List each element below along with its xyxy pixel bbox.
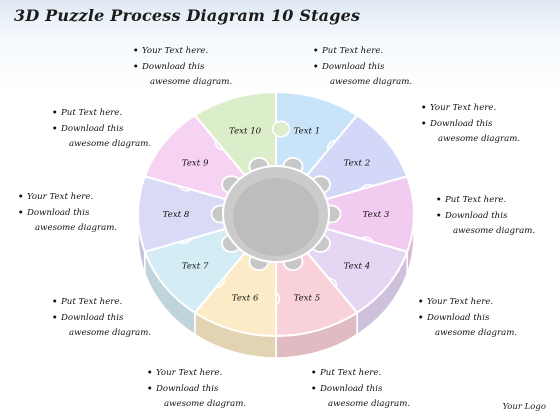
note-line: awesome diagram. [438, 134, 521, 144]
piece-label: Text 5 [294, 294, 321, 304]
note-line: awesome diagram. [69, 139, 152, 149]
note-line: awesome diagram. [330, 77, 413, 87]
note-line: awesome diagram. [328, 399, 411, 409]
note-line: Download this [427, 312, 490, 323]
callout-note: •Put Text here. •Download this awesome d… [313, 44, 431, 91]
callout-note: •Your Text here. •Download this awesome … [418, 295, 536, 342]
piece-label: Text 8 [163, 210, 190, 220]
piece-label: Text 2 [344, 158, 371, 168]
note-line: Download this [320, 383, 383, 394]
note-line: Your Text here. [156, 368, 223, 378]
note-line: awesome diagram. [35, 223, 118, 233]
note-line: Your Text here. [27, 192, 94, 202]
note-line: Download this [61, 312, 124, 323]
callout-note: •Put Text here. •Download this awesome d… [311, 366, 429, 413]
page-title: 3D Puzzle Process Diagram 10 Stages [14, 6, 361, 25]
callout-note: •Your Text here. •Download this awesome … [421, 101, 539, 148]
note-line: Put Text here. [61, 108, 123, 118]
center-hub [210, 156, 342, 272]
piece-label: Text 1 [294, 126, 321, 136]
note-line: Put Text here. [445, 195, 507, 205]
logo-text: Your Logo [502, 402, 546, 412]
note-line: Download this [61, 123, 124, 134]
note-line: Your Text here. [142, 46, 209, 56]
piece-label: Text 3 [363, 210, 390, 220]
note-line: Download this [27, 207, 90, 218]
note-line: awesome diagram. [69, 328, 152, 338]
note-line: Put Text here. [322, 46, 384, 56]
note-line: awesome diagram. [435, 328, 518, 338]
header-bar [0, 0, 560, 36]
note-line: Put Text here. [61, 297, 123, 307]
piece-label: Text 10 [229, 126, 262, 136]
piece-label: Text 6 [232, 294, 259, 304]
piece-label: Text 4 [344, 262, 371, 272]
callout-note: •Put Text here. •Download this awesome d… [52, 295, 170, 342]
note-line: Download this [430, 118, 493, 129]
piece-label: Text 7 [182, 262, 209, 272]
callout-note: •Your Text here. •Download this awesome … [147, 366, 265, 413]
callout-note: •Your Text here. •Download this awesome … [133, 44, 251, 91]
hub-inner [233, 178, 319, 256]
note-line: Put Text here. [320, 368, 382, 378]
note-line: Your Text here. [430, 103, 497, 113]
note-line: awesome diagram. [453, 226, 536, 236]
callout-note: •Put Text here. •Download this awesome d… [436, 193, 554, 240]
note-line: awesome diagram. [164, 399, 247, 409]
note-line: Download this [142, 61, 205, 72]
note-line: Download this [322, 61, 385, 72]
piece-labels: Text 1 Text 2 Text 3 Text 4 Text 5 Text 6 Text… [163, 126, 390, 303]
note-line: Download this [156, 383, 219, 394]
note-line: Download this [445, 210, 508, 221]
note-line: Your Text here. [427, 297, 494, 307]
note-line: awesome diagram. [150, 77, 233, 87]
piece-label: Text 9 [182, 158, 209, 168]
callout-note: •Put Text here. •Download this awesome d… [52, 106, 170, 153]
callout-note: •Your Text here. •Download this awesome … [18, 190, 136, 237]
puzzle-knob [271, 120, 291, 138]
